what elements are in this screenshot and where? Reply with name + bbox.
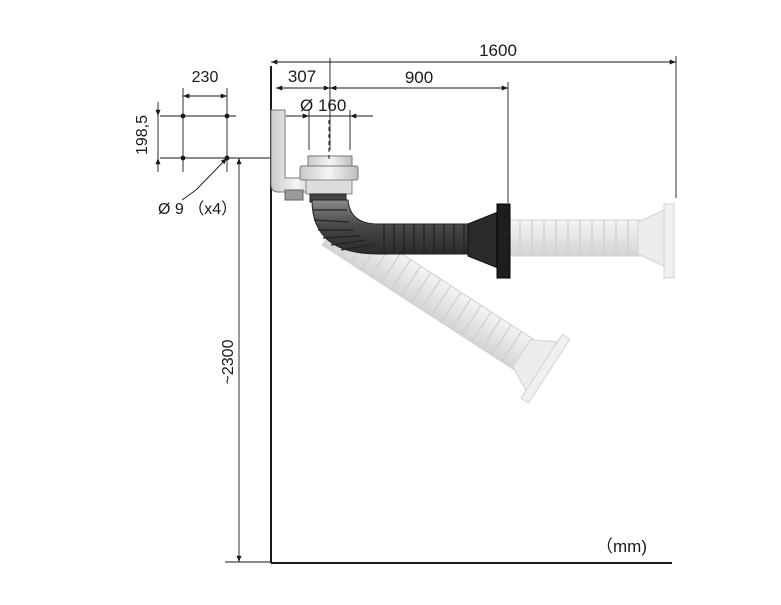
dimension-307: 307 bbox=[276, 58, 331, 150]
dimension-230-label: 230 bbox=[192, 69, 219, 86]
dimension-198-5: 198,5 bbox=[134, 102, 161, 172]
swivel-head bbox=[299, 120, 359, 203]
dimension-2300: ~2300 bbox=[220, 157, 270, 563]
hole-callout-label: Ø 9 （x4） bbox=[158, 200, 237, 218]
dimension-2300-label: ~2300 bbox=[220, 339, 237, 384]
mount-hole-pattern bbox=[160, 88, 236, 172]
dimension-900: 900 bbox=[330, 68, 509, 203]
dimension-diameter-label: Ø 160 bbox=[300, 96, 346, 115]
dimension-diameter: Ø 160 bbox=[286, 96, 373, 150]
extraction-hood bbox=[467, 203, 511, 279]
dimension-198-5-label: 198,5 bbox=[134, 115, 151, 155]
dimension-230: 230 bbox=[183, 69, 227, 99]
dimension-1600: 1600 bbox=[271, 41, 677, 198]
dimension-1600-label: 1600 bbox=[479, 41, 517, 60]
unit-label: （mm) bbox=[596, 537, 647, 556]
hole-callout: Ø 9 （x4） bbox=[158, 157, 237, 218]
dimension-900-label: 900 bbox=[405, 68, 433, 87]
extraction-arm-hose bbox=[311, 199, 471, 255]
dimension-307-label: 307 bbox=[288, 67, 316, 86]
extraction-arm-extended-ghost bbox=[509, 203, 675, 279]
